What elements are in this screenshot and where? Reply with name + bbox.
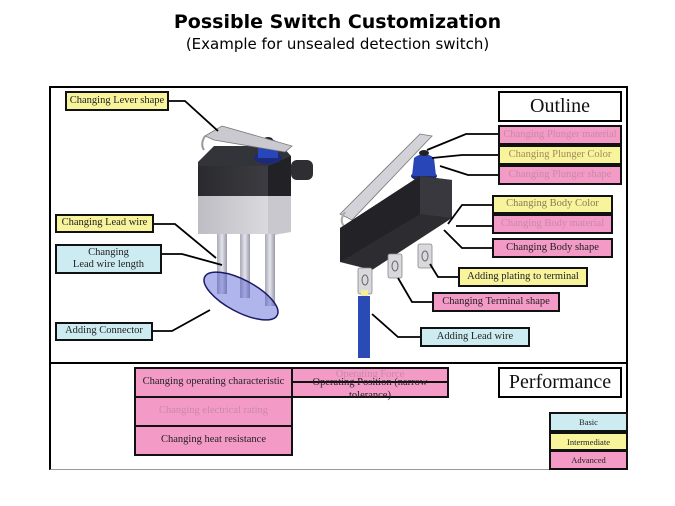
left-switch-lower-body	[198, 196, 268, 234]
left-pin-3	[265, 234, 275, 306]
right-plunger	[412, 154, 436, 176]
left-lever	[204, 125, 293, 153]
label-electrical-rating: Changing electrical rating	[134, 396, 293, 427]
side-knob	[291, 160, 313, 180]
label-adding-lead-wire: Adding Lead wire	[420, 327, 530, 347]
label-plunger-material: Changing Plunger material	[498, 125, 622, 145]
label-terminal-plating: Adding plating to terminal	[458, 267, 588, 287]
left-pin-1	[217, 234, 227, 294]
performance-header: Performance	[498, 367, 622, 398]
right-lever	[339, 133, 433, 221]
lead-wire	[358, 296, 370, 358]
label-lead-wire-length: Changing Lead wire length	[55, 244, 162, 274]
label-terminal-shape: Changing Terminal shape	[432, 292, 560, 312]
diagram-frame	[49, 86, 628, 470]
label-lever-shape: Changing Lever shape	[65, 91, 169, 111]
label-plunger-color: Changing Plunger Color	[498, 145, 622, 165]
label-body-material: Changing Body material	[492, 214, 613, 234]
right-switch	[339, 133, 452, 358]
outline-header: Outline	[498, 91, 622, 122]
connector-highlight	[203, 271, 279, 321]
page-title: Possible Switch Customization	[173, 11, 502, 33]
page-subtitle: (Example for unsealed detection switch)	[185, 35, 490, 53]
label-operating-position: Operating Position (narrow tolerance)	[291, 377, 449, 401]
label-lead-wire: Changing Lead wire	[55, 214, 154, 233]
leader-lines	[153, 100, 498, 338]
legend-basic: Basic	[549, 412, 628, 432]
terminal-2	[387, 253, 403, 279]
label-lead-wire-length-line1: Changing	[88, 246, 129, 258]
section-divider	[49, 362, 628, 364]
label-heat-resistance: Changing heat resistance	[134, 425, 293, 456]
label-operating-characteristic: Changing operating characteristic	[134, 367, 293, 398]
legend-advanced: Advanced	[549, 450, 628, 470]
left-switch-body	[198, 166, 268, 196]
label-plunger-shape: Changing Plunger shape	[498, 165, 622, 185]
label-adding-connector: Adding Connector	[55, 322, 153, 341]
label-lead-wire-length-line2: Lead wire length	[72, 259, 145, 270]
label-body-shape: Changing Body shape	[492, 238, 613, 258]
label-body-color: Changing Body Color	[492, 195, 613, 214]
legend-intermediate: Intermediate	[549, 432, 628, 451]
left-switch	[198, 125, 313, 321]
left-pin-2	[240, 234, 250, 298]
terminal-3	[417, 243, 433, 269]
